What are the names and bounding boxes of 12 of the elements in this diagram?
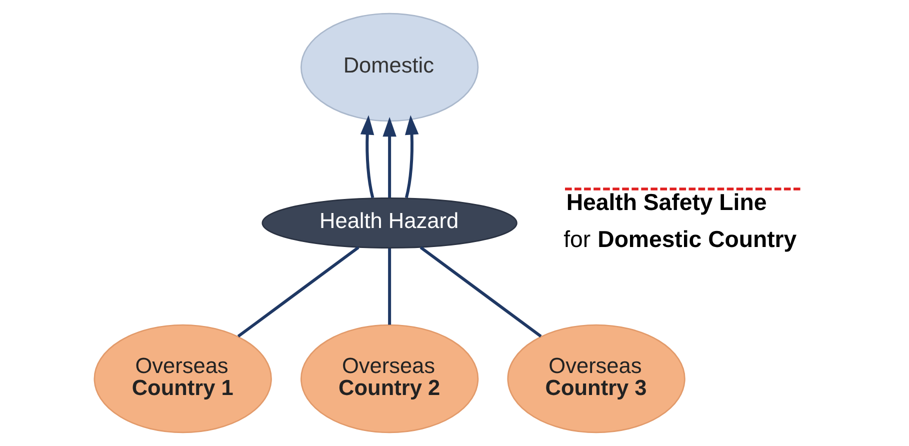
connector <box>388 248 392 325</box>
arrow <box>404 115 419 198</box>
arrow <box>360 115 374 198</box>
node-ellipse: Domestic <box>300 12 479 122</box>
node-ellipse: Overseas Country 1 <box>94 324 272 434</box>
node-ellipse: Health Hazard <box>262 197 518 249</box>
label: Health Safety Line for Domestic Country <box>564 189 797 252</box>
arrow <box>382 116 396 198</box>
node-ellipse: Overseas Country 3 <box>507 324 686 434</box>
connector <box>420 246 542 338</box>
connector <box>237 246 360 338</box>
node-ellipse: Overseas Country 2 <box>300 324 479 434</box>
